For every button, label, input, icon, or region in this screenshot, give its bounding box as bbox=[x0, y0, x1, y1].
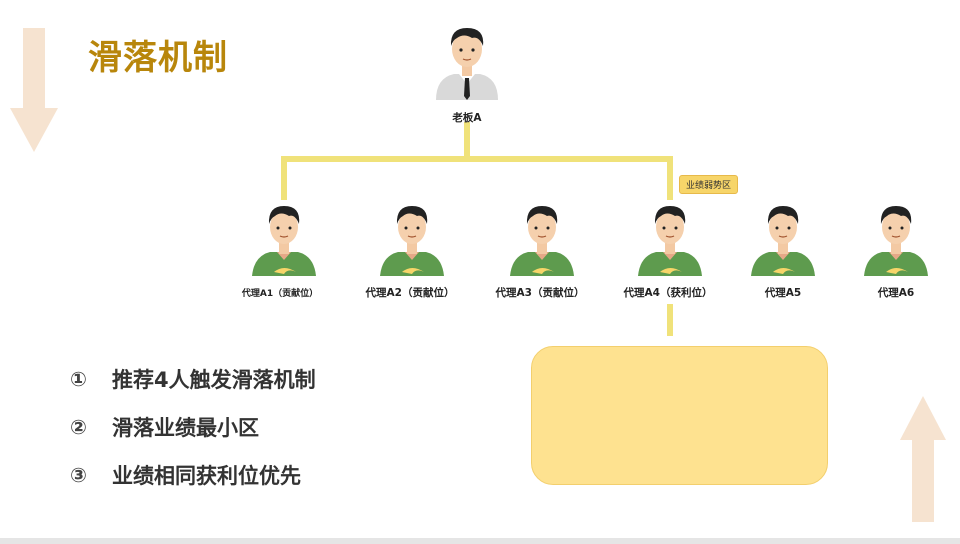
rule-item: ③ 业绩相同获利位优先 bbox=[70, 451, 316, 499]
agent-avatar-icon bbox=[638, 206, 702, 276]
agent-avatar-icon bbox=[751, 206, 815, 276]
boss-label: 老板A bbox=[452, 112, 482, 124]
agent-label-a1: 代理A1（贡献位） bbox=[241, 289, 319, 299]
businessman-avatar-icon bbox=[436, 28, 498, 100]
rule-text: 业绩相同获利位优先 bbox=[112, 464, 301, 488]
bottom-divider bbox=[0, 538, 960, 544]
rule-item: ② 滑落业绩最小区 bbox=[70, 403, 316, 451]
weak-zone-tag: 业绩弱势区 bbox=[679, 175, 739, 194]
rule-number: ① bbox=[70, 367, 87, 391]
agent-avatar-icon bbox=[510, 206, 574, 276]
up-arrow-icon bbox=[900, 396, 946, 522]
rule-number: ② bbox=[70, 415, 87, 439]
rule-item: ① 推荐4人触发滑落机制 bbox=[70, 355, 316, 403]
placeholder-box bbox=[531, 346, 828, 485]
agent-label-a3: 代理A3（贡献位） bbox=[495, 287, 585, 299]
rule-text: 滑落业绩最小区 bbox=[112, 416, 259, 440]
rules-list: ① 推荐4人触发滑落机制 ② 滑落业绩最小区 ③ 业绩相同获利位优先 bbox=[70, 355, 316, 499]
agent-label-a6: 代理A6 bbox=[877, 287, 915, 299]
rule-text: 推荐4人触发滑落机制 bbox=[112, 368, 316, 392]
agent-label-a4: 代理A4（获利位） bbox=[623, 287, 713, 299]
agent-avatar-icon bbox=[252, 206, 316, 276]
down-arrow-icon bbox=[10, 28, 58, 152]
agent-label-a5: 代理A5 bbox=[764, 287, 802, 299]
agent-label-a2: 代理A2（贡献位） bbox=[365, 287, 455, 299]
agent-avatar-icon bbox=[864, 206, 928, 276]
agent-avatar-icon bbox=[380, 206, 444, 276]
page-title: 滑落机制 bbox=[88, 38, 228, 78]
rule-number: ③ bbox=[70, 463, 87, 487]
